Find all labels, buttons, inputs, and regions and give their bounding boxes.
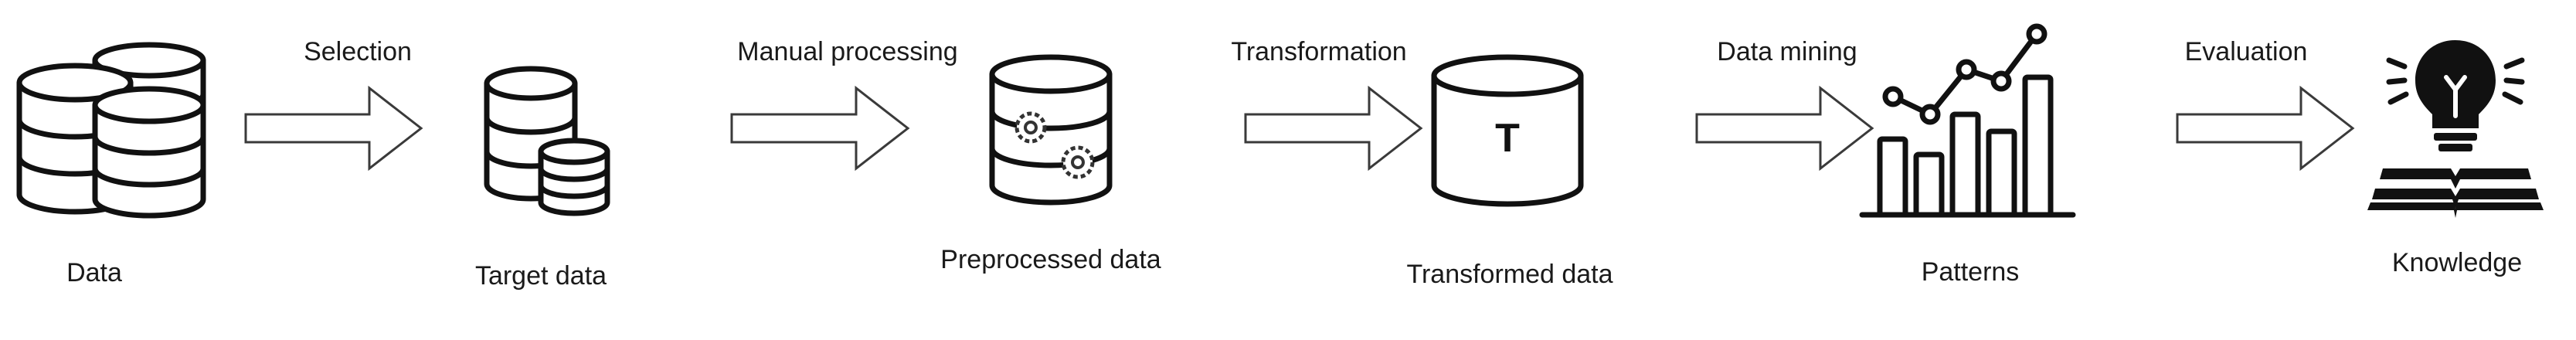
step-selection: Selection [244, 37, 423, 172]
step-label: Manual processing [737, 37, 957, 66]
right-arrow-icon [1695, 85, 1874, 172]
right-arrow-icon [2176, 85, 2355, 172]
node-label: Preprocessed data [940, 245, 1161, 274]
right-arrow-icon [730, 85, 910, 172]
database-stack-icon [16, 42, 206, 219]
node-label: Transformed data [1406, 260, 1613, 289]
cylinder-glyph: T [1495, 116, 1520, 161]
node-label: Patterns [1922, 257, 2020, 287]
node-patterns: Patterns [1859, 23, 2076, 287]
node-label: Data [66, 258, 122, 287]
node-label: Knowledge [2392, 248, 2522, 277]
lightbulb-book-icon [2367, 40, 2544, 218]
database-gears-icon [989, 54, 1113, 206]
transformed-cylinder-icon: T [1431, 54, 1584, 207]
node-preprocessed-data: Preprocessed data [940, 54, 1161, 274]
step-data-mining: Data mining [1695, 37, 1874, 172]
bar-line-chart-icon [1859, 23, 2076, 218]
step-label: Data mining [1717, 37, 1857, 66]
right-arrow-icon [1244, 85, 1423, 172]
node-label: Target data [475, 261, 607, 291]
step-label: Selection [304, 37, 412, 66]
gear-icon [1014, 111, 1047, 144]
step-evaluation: Evaluation [2176, 37, 2355, 172]
node-knowledge: Knowledge [2367, 40, 2544, 277]
step-transformation: Transformation [1231, 37, 1423, 172]
step-label: Evaluation [2185, 37, 2308, 66]
node-target-data: Target data [475, 66, 610, 291]
right-arrow-icon [244, 85, 423, 172]
step-manual-processing: Manual processing [730, 37, 958, 172]
database-subset-icon [484, 66, 610, 216]
gear-icon [1061, 145, 1095, 179]
step-label: Transformation [1231, 37, 1406, 66]
node-transformed-data: T Transformed data [1406, 54, 1613, 289]
node-data: Data [16, 42, 206, 287]
